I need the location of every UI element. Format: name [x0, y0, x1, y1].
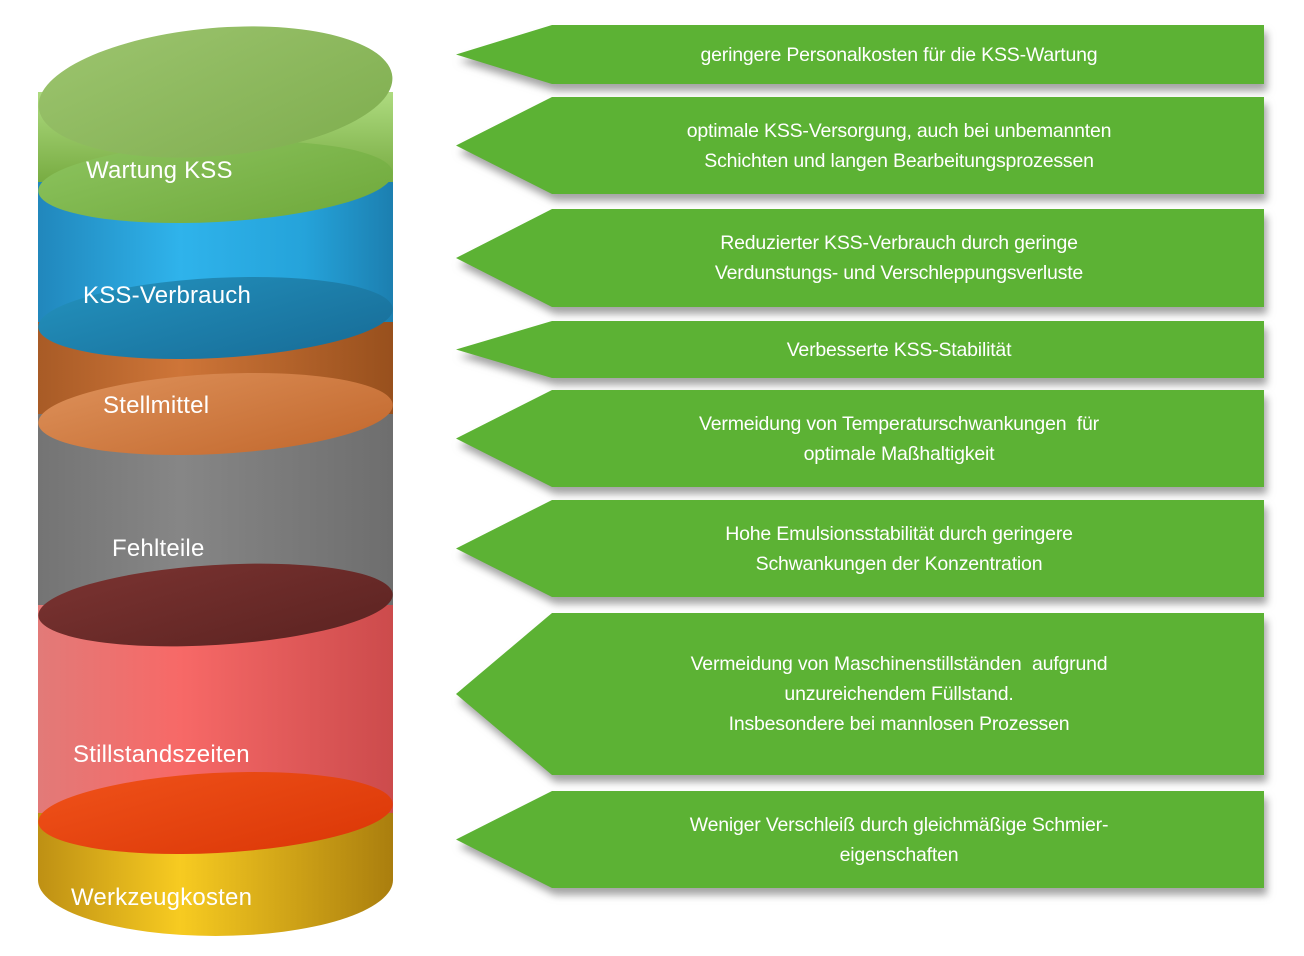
benefit-arrow-3: Reduzierter KSS-Verbrauch durch geringe … — [456, 209, 1264, 307]
segment-label-wartung-kss: Wartung KSS — [86, 157, 233, 184]
arrow-text-line: unzureichendem Füllstand. — [784, 683, 1014, 705]
arrow-text-line: Schichten und langen Bearbeitungsprozess… — [704, 149, 1094, 172]
segment-face-stillstandszeiten — [38, 771, 393, 855]
arrow-text-line: Vermeidung von Maschinenstillständen auf… — [690, 653, 1108, 675]
benefit-arrow-7: Vermeidung von Maschinenstillständen auf… — [456, 613, 1264, 775]
segment-face-fehlteile — [38, 563, 393, 647]
cost-cylinder: Wartung KSS KSS-Verbrauch Stellmittel Fe… — [0, 0, 440, 956]
arrow-text-line: optimale KSS-Versorgung, auch bei unbema… — [686, 119, 1112, 142]
benefit-arrow-shape: optimale KSS-Versorgung, auch bei unbema… — [456, 97, 1264, 194]
arrow-text-line: Insbesondere bei mannlosen Prozessen — [728, 713, 1070, 735]
benefit-arrow-shape: Verbesserte KSS-Stabilität — [456, 321, 1264, 378]
benefit-arrow-4: Verbesserte KSS-Stabilität — [456, 321, 1264, 378]
benefit-arrow-6: Hohe Emulsionsstabilität durch geringere… — [456, 500, 1264, 597]
arrow-text-line: geringere Personalkosten für die KSS-War… — [700, 43, 1098, 66]
arrow-text-line: Vermeidung von Temperaturschwankungen fü… — [699, 412, 1099, 435]
benefit-arrow-shape: Weniger Verschleiß durch gleichmäßige Sc… — [456, 791, 1264, 888]
segment-label-stellmittel: Stellmittel — [103, 392, 210, 419]
arrow-text-line: optimale Maßhaltigkeit — [803, 442, 995, 465]
segment-face-kss-verbrauch — [38, 276, 393, 360]
benefit-arrow-shape: Reduzierter KSS-Verbrauch durch geringe … — [456, 209, 1264, 307]
benefit-arrow-shape: geringere Personalkosten für die KSS-War… — [456, 25, 1264, 84]
arrow-text-line: eigenschaften — [839, 843, 959, 866]
arrow-text-line: Verdunstungs- und Verschleppungsverluste — [714, 262, 1084, 284]
benefit-arrow-8: Weniger Verschleiß durch gleichmäßige Sc… — [456, 791, 1264, 888]
benefit-arrow-shape: Vermeidung von Maschinenstillständen auf… — [456, 613, 1264, 775]
arrow-text-line: Schwankungen der Konzentration — [755, 552, 1043, 575]
arrow-text-line: Verbesserte KSS-Stabilität — [786, 338, 1012, 361]
benefit-arrow-shape: Hohe Emulsionsstabilität durch geringere… — [456, 500, 1264, 597]
benefit-arrow-5: Vermeidung von Temperaturschwankungen fü… — [456, 390, 1264, 487]
segment-label-stillstandszeiten: Stillstandszeiten — [73, 741, 250, 768]
segment-label-werkzeugkosten: Werkzeugkosten — [71, 884, 253, 911]
arrow-text-line: Weniger Verschleiß durch gleichmäßige Sc… — [689, 813, 1109, 836]
segment-face-stellmittel — [38, 372, 393, 456]
benefit-arrow-shape: Vermeidung von Temperaturschwankungen fü… — [456, 390, 1264, 487]
arrow-text-line: Reduzierter KSS-Verbrauch durch geringe — [720, 232, 1078, 254]
segment-face-wartung-kss — [38, 140, 393, 224]
benefit-arrow-2: optimale KSS-Versorgung, auch bei unbema… — [456, 97, 1264, 194]
arrow-text-line: Hohe Emulsionsstabilität durch geringere — [725, 522, 1073, 545]
cost-cylinder-graphic — [38, 26, 393, 936]
cylinder-top-face — [38, 26, 393, 158]
segment-label-kss-verbrauch: KSS-Verbrauch — [83, 282, 252, 309]
segment-label-fehlteile: Fehlteile — [112, 535, 205, 562]
benefit-arrow-1: geringere Personalkosten für die KSS-War… — [456, 25, 1264, 84]
